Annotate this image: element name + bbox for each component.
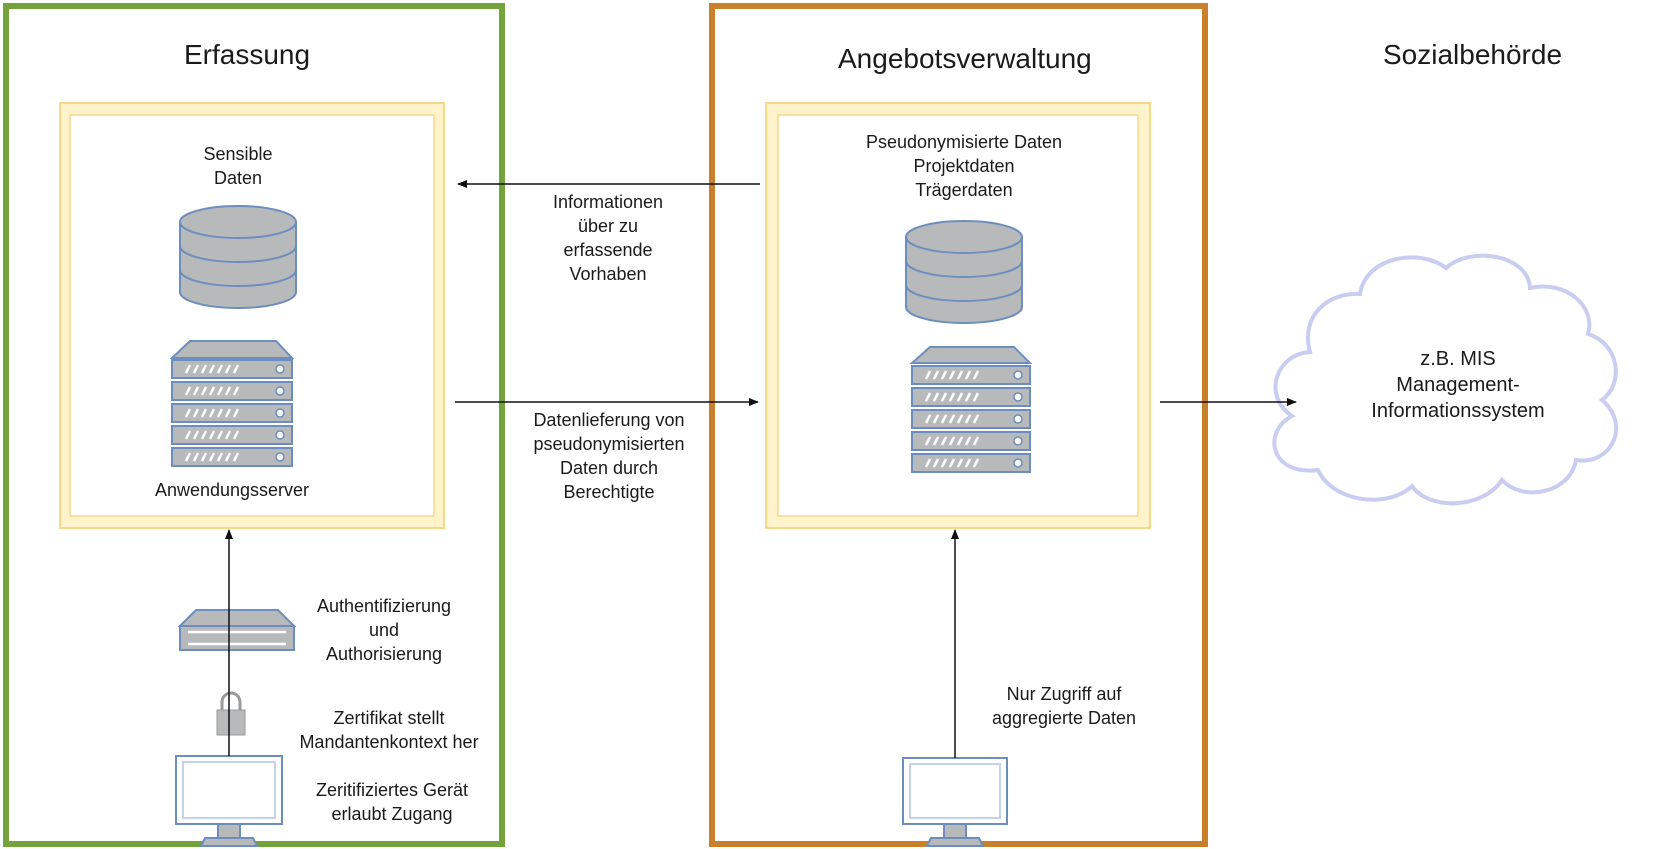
erfassung-monitor-icon <box>175 755 283 847</box>
device-access-label: Zeritifiziertes Gerät erlaubt Zugang <box>315 780 469 824</box>
application-server-label: Anwendungsserver <box>154 480 310 500</box>
delivery-edge-label: Datenlieferung von pseudonymisierten Dat… <box>533 410 685 502</box>
erfassung-title: Erfassung <box>184 39 311 70</box>
sensitive-data-label: Sensible Daten <box>203 144 273 188</box>
aggregated-access-label: Nur Zugriff auf aggregierte Daten <box>991 684 1137 728</box>
certificate-label: Zertifikat stellt Mandantenkontext her <box>299 708 479 752</box>
erfassung-server-icon <box>169 340 295 467</box>
angebot-server-icon <box>909 346 1033 473</box>
angebot-monitor-icon <box>902 757 1008 847</box>
information-edge-label: Informationen über zu erfassende Vorhabe… <box>552 192 664 284</box>
angebot-database-icon <box>905 220 1023 324</box>
authentication-label: Authentifizierung und Authorisierung <box>316 596 452 664</box>
mis-cloud-label: z.B. MIS Management- Informationssystem <box>1371 348 1545 422</box>
mis-cloud-shape <box>1272 253 1619 506</box>
authentication-device-icon <box>177 609 297 651</box>
erfassung-database-icon <box>179 205 297 309</box>
pseudonymized-data-label: Pseudonymisierte Daten Projektdaten Träg… <box>865 132 1063 200</box>
angebotsverwaltung-title: Angebotsverwaltung <box>838 43 1092 74</box>
sozialbehoerde-title: Sozialbehörde <box>1383 39 1563 70</box>
lock-icon <box>216 691 246 736</box>
